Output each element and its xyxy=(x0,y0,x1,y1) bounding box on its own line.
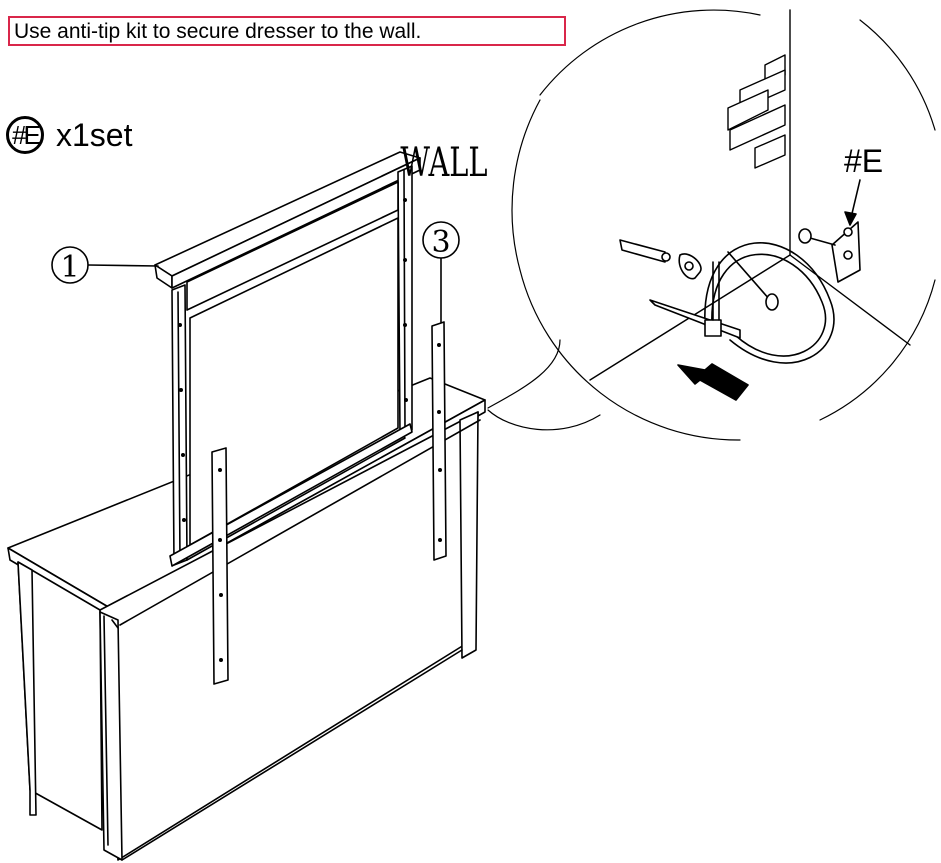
callout-3-circle xyxy=(422,221,460,259)
callout-1-label: 1 xyxy=(60,250,79,285)
wall-label: WALL xyxy=(400,140,487,186)
anti-tip-strap xyxy=(649,242,835,364)
mirror-drawing xyxy=(154,151,421,567)
detail-circle xyxy=(487,9,936,441)
instruction-box: Use anti-tip kit to secure dresser to th… xyxy=(8,16,566,46)
callout-3-label: 3 xyxy=(431,225,450,260)
bracket-and-screws xyxy=(619,179,861,401)
part-quantity: x1set xyxy=(56,116,133,153)
detail-part-label: #E xyxy=(844,143,883,179)
dresser-drawing xyxy=(7,377,486,861)
wall-corner xyxy=(589,9,911,381)
support-bar-right xyxy=(431,321,447,561)
part-list-line: #E x1set xyxy=(6,110,132,160)
callout-1-leader xyxy=(87,264,159,267)
instruction-text: Use anti-tip kit to secure dresser to th… xyxy=(14,20,422,43)
callout-1-circle xyxy=(51,246,89,284)
part-badge: #E xyxy=(6,116,44,154)
support-bar-left xyxy=(211,447,229,685)
